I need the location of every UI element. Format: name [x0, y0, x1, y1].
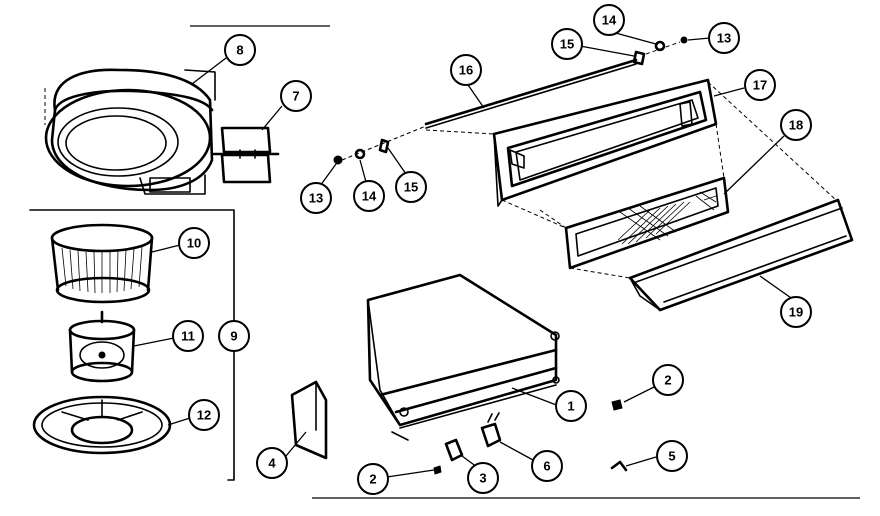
callout-2: 2	[652, 364, 684, 396]
callout-19: 19	[780, 296, 812, 328]
svg-text:1: 1	[567, 399, 574, 414]
callout-7: 7	[280, 80, 312, 112]
filter-frame-part	[492, 78, 718, 207]
svg-text:18: 18	[789, 118, 803, 133]
rod-hardware-right	[632, 36, 688, 66]
switch-part	[480, 412, 502, 448]
grease-filter-part	[564, 176, 730, 270]
callout-11: 11	[172, 320, 204, 352]
trim-strip-part	[628, 198, 854, 312]
callout-14: 14	[353, 180, 385, 212]
svg-text:16: 16	[459, 63, 473, 78]
svg-text:14: 14	[362, 189, 377, 204]
callout-18: 18	[780, 109, 812, 141]
svg-text:6: 6	[543, 459, 550, 474]
svg-text:8: 8	[236, 43, 243, 58]
callout-4: 4	[256, 447, 288, 479]
svg-text:14: 14	[602, 13, 617, 28]
motor-part	[68, 310, 136, 383]
callout-13: 13	[708, 22, 740, 54]
svg-text:17: 17	[753, 78, 767, 93]
alignment-lines	[425, 81, 837, 279]
svg-text:10: 10	[187, 236, 201, 251]
svg-text:13: 13	[309, 191, 323, 206]
callout-3: 3	[467, 462, 499, 494]
callout-8: 8	[224, 34, 256, 66]
clip-part	[610, 460, 628, 472]
svg-text:2: 2	[369, 472, 376, 487]
blower-housing-part	[44, 68, 216, 195]
svg-text:5: 5	[668, 449, 675, 464]
motor-mount-plate-part	[32, 395, 172, 455]
callout-10: 10	[178, 227, 210, 259]
leader-lines	[133, 31, 795, 478]
svg-text:3: 3	[479, 471, 486, 486]
hood-body-part	[366, 273, 560, 441]
svg-text:4: 4	[268, 456, 276, 471]
callout-12: 12	[188, 399, 220, 431]
svg-text:11: 11	[181, 329, 195, 344]
svg-text:7: 7	[292, 89, 299, 104]
screw-part	[433, 399, 623, 475]
svg-text:13: 13	[717, 31, 731, 46]
callout-6: 6	[531, 450, 563, 482]
svg-text:12: 12	[197, 408, 211, 423]
svg-text:15: 15	[404, 180, 418, 195]
callout-14: 14	[593, 4, 625, 36]
svg-text:15: 15	[560, 37, 574, 52]
damper-part	[212, 126, 280, 184]
callout-17: 17	[744, 69, 776, 101]
callout-13: 13	[300, 182, 332, 214]
callout-5: 5	[656, 440, 688, 472]
callout-16: 16	[450, 54, 482, 86]
callout-15: 15	[551, 28, 583, 60]
nut-part	[444, 438, 464, 462]
callout-9: 9	[218, 320, 250, 352]
callout-15: 15	[395, 171, 427, 203]
blower-wheel-part	[50, 223, 154, 304]
callout-2: 2	[357, 463, 389, 495]
svg-text:9: 9	[230, 329, 237, 344]
svg-text:2: 2	[664, 373, 671, 388]
mounting-bracket-part	[290, 380, 328, 460]
svg-text:19: 19	[789, 305, 803, 320]
hinge-rod-part	[424, 58, 638, 129]
callout-1: 1	[555, 390, 587, 422]
rod-hardware-left	[333, 125, 427, 165]
